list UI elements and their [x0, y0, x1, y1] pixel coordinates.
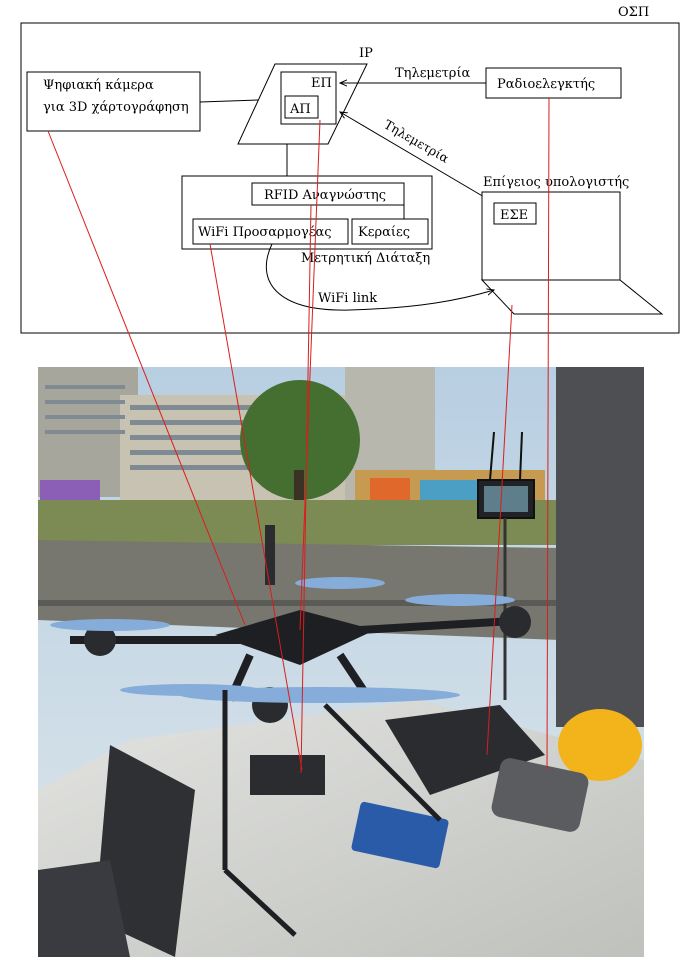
gcs-label: ΕΣΕ — [500, 208, 528, 223]
rc-callout-line — [546, 97, 550, 771]
drone-body — [215, 610, 375, 665]
antenna — [519, 431, 523, 481]
drone-motor — [499, 606, 531, 638]
tree — [240, 380, 360, 500]
helmet — [558, 709, 642, 781]
telemetry-diag-arrow — [340, 112, 496, 204]
antenna — [489, 431, 495, 481]
camera-line2: για 3D χάρτογράφηση — [43, 100, 189, 115]
grass — [38, 500, 558, 545]
measuring-device-label: Μετρητική Διάταξη — [301, 251, 430, 266]
telemetry-top-label: Τηλεμετρία — [395, 66, 471, 81]
uav-label: ΙΡ — [359, 46, 373, 61]
battery — [351, 801, 449, 869]
propeller — [295, 577, 385, 589]
wifi-adapter-box — [192, 218, 349, 245]
wifi-adapter-label: WiFi Προσαρμογέας — [198, 225, 332, 240]
propeller — [50, 619, 170, 631]
ground-pc-label: Επίγειος υπολογιστής — [483, 175, 629, 190]
pillar — [556, 367, 644, 727]
wifi-adapter-callout-line — [209, 243, 303, 771]
fc-label: ΕΠ — [311, 76, 332, 91]
gcs-box — [493, 202, 537, 225]
camera-link — [199, 99, 259, 103]
rfid-callout-line — [300, 204, 312, 774]
antennas-box — [351, 218, 429, 245]
rc-label: Ραδιοελεγκτής — [497, 77, 595, 92]
concrete-wall — [38, 540, 560, 640]
railing — [38, 600, 568, 606]
rfid-box — [251, 182, 405, 206]
camera-mount — [250, 755, 325, 795]
rc-box — [485, 67, 622, 99]
gcs-callout-line — [486, 304, 513, 756]
rc-controller — [491, 758, 589, 832]
landing-skid — [323, 703, 442, 822]
graffiti-mark — [40, 480, 100, 500]
field-photo — [38, 367, 644, 957]
ground-pc-base — [480, 279, 664, 315]
landing-skid — [223, 868, 297, 937]
camera-line1: Ψηφιακή κάμερα — [43, 78, 154, 93]
laptop-center — [385, 705, 545, 795]
propeller — [405, 594, 515, 606]
tree-trunk — [294, 470, 304, 520]
field-monitor-screen — [484, 486, 528, 512]
laptop-screen-left — [95, 745, 195, 957]
rfid-label: RFID Αναγνώστης — [264, 188, 386, 203]
drone-motor — [84, 624, 116, 656]
antennas-label: Κεραίες — [358, 225, 410, 240]
laptop-base-left — [38, 860, 130, 957]
system-label: ΟΣΠ — [618, 5, 649, 20]
propeller — [120, 684, 260, 696]
fc-callout-line — [299, 119, 321, 631]
ap-box — [284, 95, 319, 119]
camera-callout-line — [47, 130, 246, 626]
gps-mast — [265, 525, 275, 585]
wifi-link-label: WiFi link — [318, 291, 377, 306]
wifi-link-curve — [265, 243, 494, 311]
camera-box — [26, 71, 201, 132]
building-windows — [45, 385, 330, 470]
ap-label: ΑΠ — [289, 102, 311, 117]
